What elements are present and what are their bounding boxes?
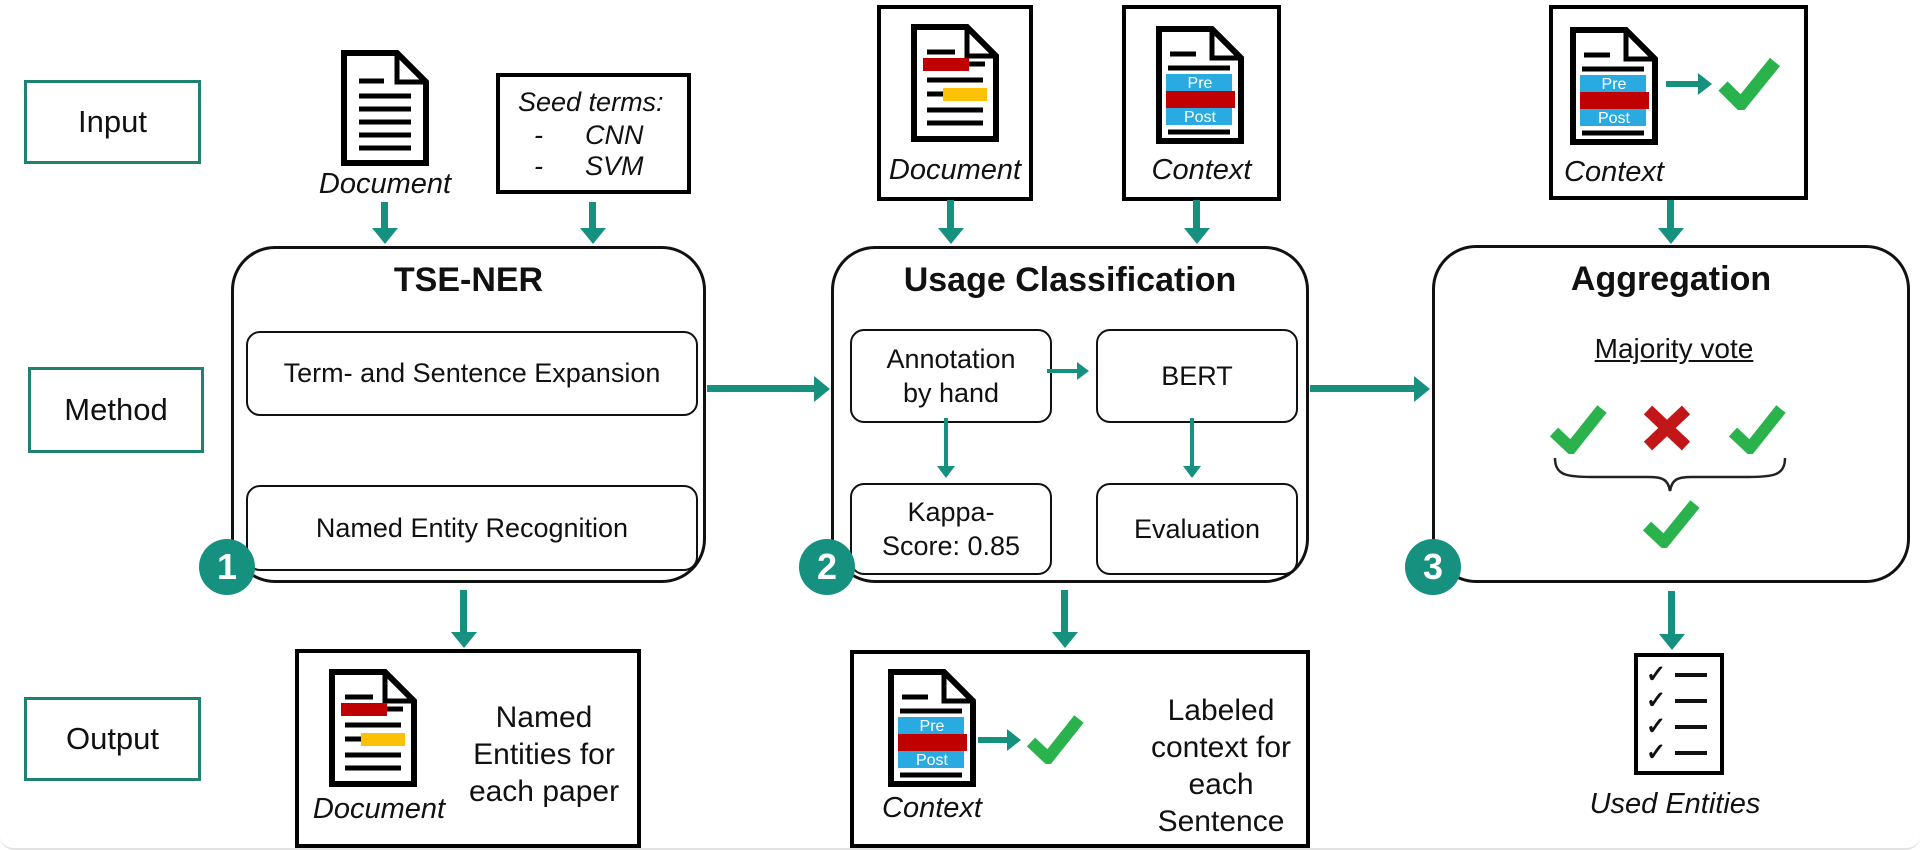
annotation-to-bert-arrow	[1047, 369, 1077, 373]
context-pre-label: Pre	[920, 718, 945, 735]
tsener-to-output-arrow	[460, 590, 467, 632]
seed-term-svm: SVM	[585, 151, 644, 181]
seed-term-item: - SVM	[500, 151, 687, 182]
usage-to-aggregation-arrow	[1310, 385, 1414, 392]
vote-check-icon	[1727, 402, 1787, 454]
used-entities-caption: Used Entities	[1589, 788, 1761, 820]
method-row-label-text: Method	[64, 392, 168, 427]
stage-1-badge: 1	[199, 539, 255, 595]
majority-result-check-icon	[1641, 498, 1701, 548]
tsener-to-usage-arrow	[707, 385, 814, 392]
seed-term-item: - CNN	[500, 120, 687, 151]
context-post-label: Post	[1598, 110, 1631, 127]
usage-classification-title: Usage Classification	[903, 261, 1237, 299]
stage-3-badge: 3	[1405, 539, 1461, 595]
majority-vote-label: Majority vote	[1594, 333, 1754, 364]
named-entities-output-text: Named Entities for each paper	[468, 701, 620, 808]
labeled-context-output-text: Labeled context for each Sentence	[1150, 694, 1292, 838]
method-row-label: Method	[28, 367, 204, 453]
output-document-caption: Document	[312, 793, 446, 825]
tse-ner-title: TSE-NER	[393, 261, 544, 299]
document-highlight-icon	[327, 667, 419, 789]
checklist-row: ✓	[1646, 689, 1712, 713]
seed-terms-box: Seed terms: - CNN - SVM	[496, 73, 691, 194]
input-row-label: Input	[24, 80, 201, 164]
context-pre-label: Pre	[1188, 75, 1213, 92]
context-icon: Pre Post	[886, 667, 978, 789]
bert-step: BERT	[1096, 329, 1298, 423]
vote-check-icon	[1548, 402, 1608, 454]
aggregation-title: Aggregation	[1570, 260, 1772, 298]
stage2-context-caption: Context	[1151, 154, 1252, 186]
stage3-context-caption: Context	[1564, 156, 1664, 188]
named-entities-output-box: Document Named Entities for each paper	[295, 649, 641, 848]
stage2-document-input-box: Document	[877, 5, 1033, 201]
kappa-score-step: Kappa- Score: 0.85	[850, 483, 1052, 575]
tse-ner-stage-box: TSE-NER Term- and Sentence Expansion Nam…	[231, 246, 706, 583]
context-to-check-arrow	[978, 737, 1007, 743]
document-caption: Document	[318, 168, 452, 200]
output-row-label: Output	[24, 697, 201, 781]
context-icon: Pre Post	[1154, 24, 1246, 146]
output-row-label-text: Output	[65, 721, 160, 756]
seed-term-cnn: CNN	[585, 120, 644, 150]
document-to-usage-arrow	[947, 200, 954, 228]
named-entity-recognition-step: Named Entity Recognition	[246, 485, 698, 571]
usage-classification-stage-box: Usage Classification Annotation by hand …	[831, 246, 1309, 583]
document-icon	[339, 48, 431, 168]
context-icon: Pre Post	[1568, 25, 1660, 147]
evaluation-step: Evaluation	[1096, 483, 1298, 575]
checkmark-icon	[1025, 712, 1085, 764]
usage-to-output-arrow	[1061, 590, 1068, 632]
annotation-by-hand-step: Annotation by hand	[850, 329, 1052, 423]
used-entities-checklist-icon: ✓ ✓ ✓ ✓	[1634, 653, 1724, 775]
stage2-document-caption: Document	[888, 154, 1022, 186]
context-post-label: Post	[1184, 109, 1217, 126]
output-context-caption: Context	[882, 792, 982, 824]
annotation-to-kappa-arrow	[944, 418, 948, 466]
vote-cross-icon	[1641, 404, 1693, 452]
stage-2-badge: 2	[799, 539, 855, 595]
underbrace	[1552, 455, 1788, 495]
context-post-label: Post	[916, 752, 949, 769]
bert-to-evaluation-arrow	[1190, 418, 1194, 466]
checkmark-icon	[1716, 54, 1782, 110]
context-to-check-arrow	[1666, 81, 1698, 87]
stage2-context-input-box: Pre Post Context	[1122, 5, 1281, 201]
context-to-aggregation-arrow	[1667, 200, 1674, 228]
term-sentence-expansion-step: Term- and Sentence Expansion	[246, 331, 698, 416]
input-row-label-text: Input	[78, 104, 147, 139]
checklist-row: ✓	[1646, 715, 1712, 739]
aggregation-to-output-arrow	[1668, 591, 1675, 634]
seed-terms-title: Seed terms:	[518, 87, 664, 117]
context-pre-label: Pre	[1602, 76, 1627, 93]
document-to-tsener-arrow	[381, 202, 388, 228]
seed-bullet: -	[534, 120, 543, 150]
context-to-usage-arrow	[1193, 200, 1200, 228]
checklist-row: ✓	[1646, 741, 1712, 765]
labeled-context-output-box: Pre Post Context Labeled context for eac…	[850, 650, 1310, 848]
seedterms-to-tsener-arrow	[589, 202, 596, 228]
document-highlight-icon	[909, 22, 1001, 144]
seed-bullet: -	[534, 151, 543, 181]
checklist-row: ✓	[1646, 663, 1712, 687]
